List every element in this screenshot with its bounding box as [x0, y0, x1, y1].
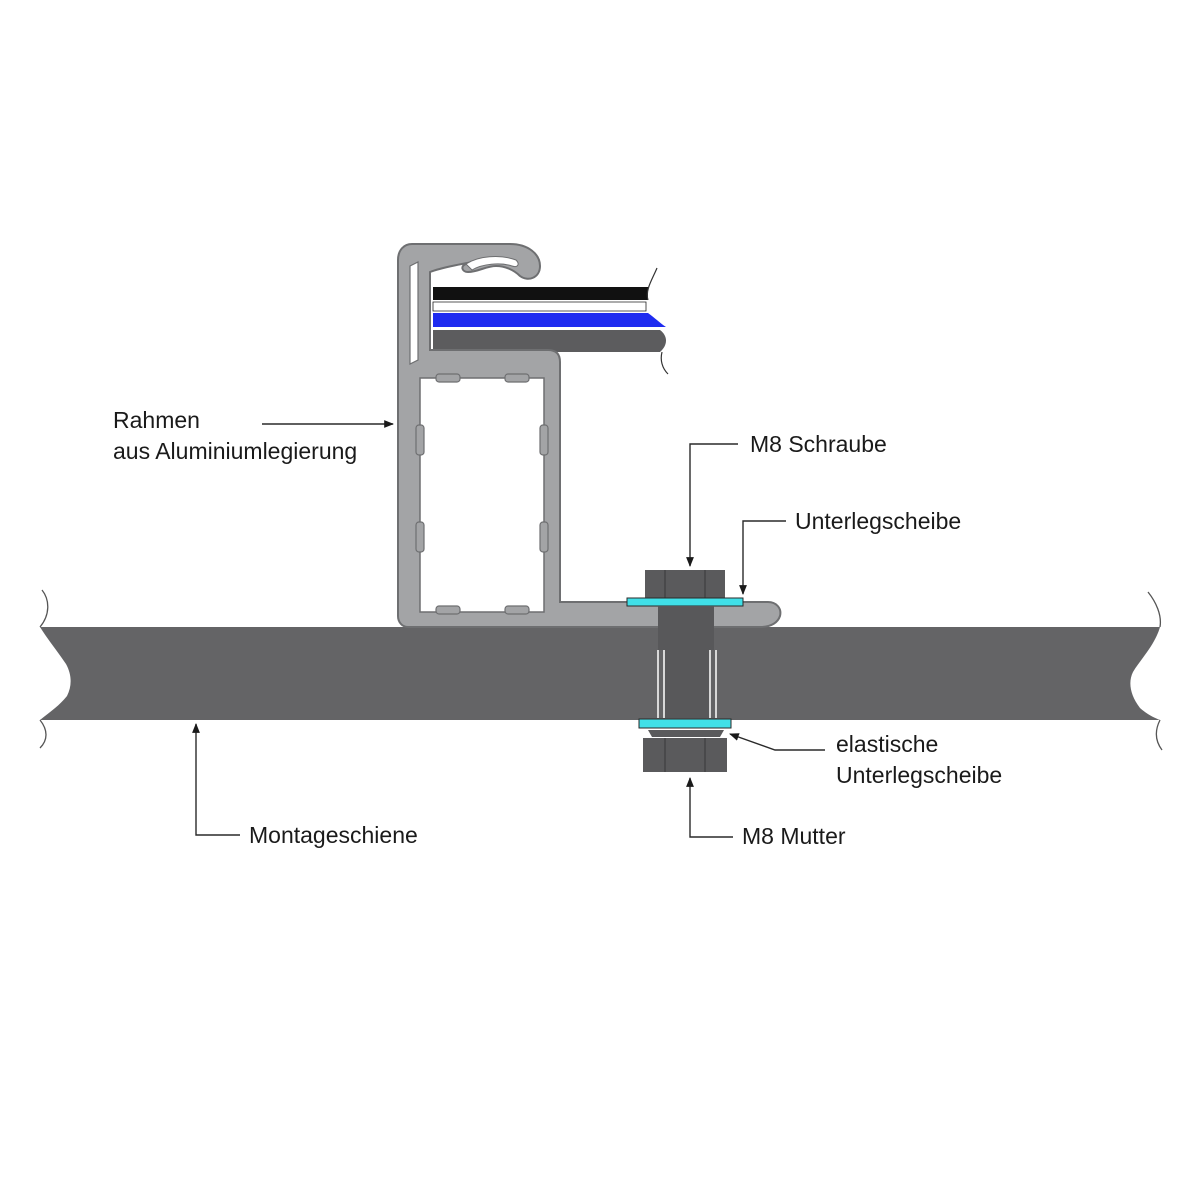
label-spring-washer-line2: Unterlegscheibe: [836, 762, 1002, 788]
spring-washer: [648, 730, 724, 737]
solar-panel: [432, 267, 669, 375]
bolt-shank-upper: [658, 606, 714, 650]
bottom-washer: [638, 718, 732, 729]
label-nut: M8 Mutter: [742, 823, 846, 849]
panel-white-layer: [432, 301, 647, 312]
leader-nut: [686, 777, 733, 838]
rail-break-right: [1147, 591, 1163, 751]
frame-grooves: [415, 373, 549, 615]
leader-washer: [739, 520, 786, 595]
aluminium-frame: [397, 243, 782, 628]
panel-black-layer: [433, 287, 648, 300]
labels: Rahmen aus Aluminiumlegierung M8 Schraub…: [113, 407, 1002, 849]
panel-blue-layer: [433, 313, 666, 327]
rail-body: [40, 627, 1160, 720]
leader-spring-washer: [729, 733, 825, 751]
label-frame-line2: aus Aluminiumlegierung: [113, 438, 357, 464]
top-washer: [626, 597, 744, 607]
frame-hook-slot: [465, 256, 519, 271]
frame-chamber: [419, 377, 545, 613]
bolt-assembly: [626, 570, 744, 772]
nut: [643, 738, 727, 772]
panel-break-line: [646, 267, 669, 375]
label-frame-line1: Rahmen: [113, 407, 200, 433]
rail-break-left: [39, 589, 49, 749]
bolt-shank-lower: [664, 650, 710, 718]
bolt-head: [645, 570, 725, 598]
label-washer: Unterlegscheibe: [795, 508, 961, 534]
leader-bolt: [686, 443, 738, 567]
label-spring-washer-line1: elastische: [836, 731, 938, 757]
leader-rail: [192, 723, 240, 836]
panel-back-layer: [433, 330, 666, 352]
label-rail: Montageschiene: [249, 822, 418, 848]
mounting-rail: [39, 589, 1163, 751]
frame-inner-lip: [409, 261, 419, 365]
leader-lines: [192, 420, 825, 838]
label-bolt: M8 Schraube: [750, 431, 887, 457]
